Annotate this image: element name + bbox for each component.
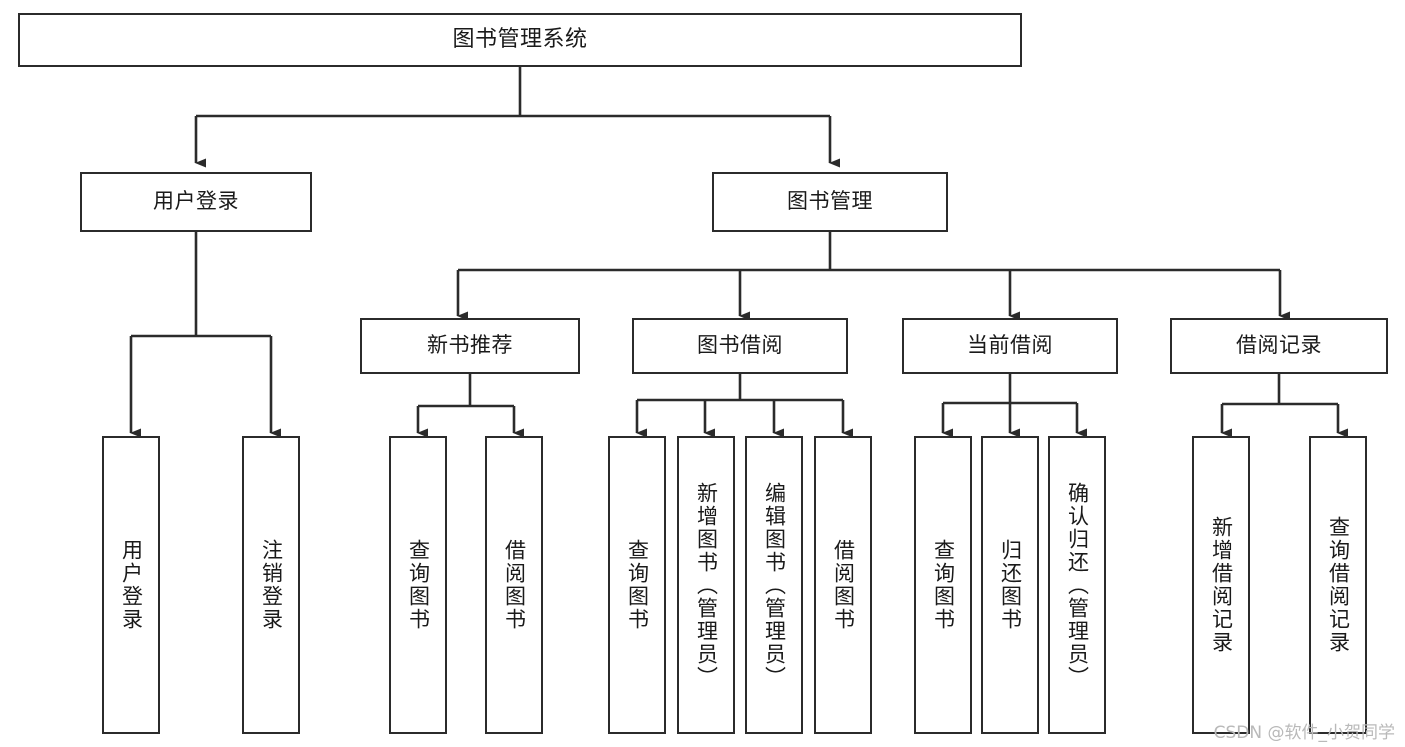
node-root-system[interactable]: 图书管理系统 (18, 13, 1022, 67)
node-book-borrow[interactable]: 图书借阅 (632, 318, 848, 374)
leaf-label: 查询图书 (406, 539, 431, 631)
leaf-label: 查询图书 (625, 539, 650, 631)
csdn-watermark: CSDN @软件_小贺同学 (1213, 723, 1395, 743)
leaf-label: 注销登录 (259, 539, 284, 631)
node-new-book-recommend[interactable]: 新书推荐 (360, 318, 580, 374)
leaf-label: 编辑图书（管理员） (762, 481, 787, 689)
leaf-new-book-borrow[interactable]: 借阅图书 (485, 436, 543, 734)
leaf-current-borrow-query[interactable]: 查询图书 (914, 436, 972, 734)
leaf-book-borrow-query[interactable]: 查询图书 (608, 436, 666, 734)
leaf-user-login-signout[interactable]: 注销登录 (242, 436, 300, 734)
leaf-label: 新增图书（管理员） (694, 481, 719, 689)
leaf-borrow-record-add[interactable]: 新增借阅记录 (1192, 436, 1250, 734)
leaf-current-borrow-return[interactable]: 归还图书 (981, 436, 1039, 734)
leaf-new-book-query[interactable]: 查询图书 (389, 436, 447, 734)
leaf-label: 借阅图书 (831, 539, 856, 631)
leaf-book-borrow-edit[interactable]: 编辑图书（管理员） (745, 436, 803, 734)
leaf-current-borrow-confirm-return[interactable]: 确认归还（管理员） (1048, 436, 1106, 734)
leaf-label: 查询借阅记录 (1326, 516, 1351, 654)
leaf-label: 用户登录 (119, 539, 144, 631)
leaf-label: 查询图书 (931, 539, 956, 631)
node-borrow-record[interactable]: 借阅记录 (1170, 318, 1388, 374)
leaf-borrow-record-query[interactable]: 查询借阅记录 (1309, 436, 1367, 734)
leaf-label: 新增借阅记录 (1209, 516, 1234, 654)
leaf-user-login-signin[interactable]: 用户登录 (102, 436, 160, 734)
node-user-login[interactable]: 用户登录 (80, 172, 312, 232)
leaf-label: 归还图书 (998, 539, 1023, 631)
leaf-book-borrow-lend[interactable]: 借阅图书 (814, 436, 872, 734)
node-current-borrow[interactable]: 当前借阅 (902, 318, 1118, 374)
node-book-management[interactable]: 图书管理 (712, 172, 948, 232)
leaf-book-borrow-add[interactable]: 新增图书（管理员） (677, 436, 735, 734)
leaf-label: 确认归还（管理员） (1065, 481, 1090, 689)
leaf-label: 借阅图书 (502, 539, 527, 631)
